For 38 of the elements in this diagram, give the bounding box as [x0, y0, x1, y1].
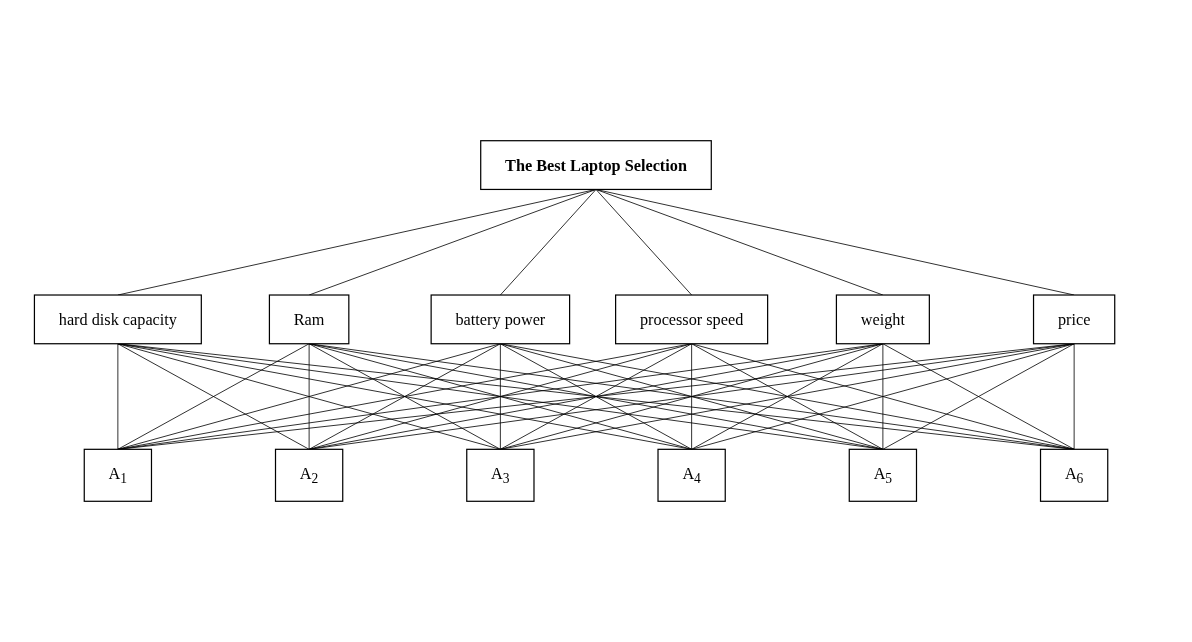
connector [308, 189, 597, 296]
connector [595, 189, 884, 296]
connector [882, 343, 1075, 450]
connector [117, 343, 119, 450]
node-box: Ram [268, 294, 350, 345]
node-box: The Best Laptop Selection [480, 140, 712, 191]
node-box: A$_{5}$ [848, 448, 918, 502]
connector [595, 189, 693, 296]
node-box: A$_{2}$ [274, 448, 344, 502]
connector [117, 343, 884, 450]
connector [499, 343, 693, 450]
node-box: weight [835, 294, 930, 345]
connector [1073, 343, 1075, 450]
connector [691, 343, 693, 450]
connector [691, 343, 1075, 450]
connector [308, 343, 310, 450]
node-box: A$_{1}$ [83, 448, 153, 502]
connector [308, 343, 1075, 450]
node-box: A$_{3}$ [466, 448, 535, 502]
connector [499, 343, 501, 450]
node-box: A$_{6}$ [1039, 448, 1109, 502]
connector [499, 343, 1075, 450]
connector [117, 343, 310, 450]
connector [691, 343, 884, 450]
node-box: price [1032, 294, 1116, 345]
node-box: A$_{4}$ [657, 448, 726, 502]
connector [882, 343, 884, 450]
connector [499, 189, 597, 296]
connector [308, 343, 501, 450]
connector [499, 343, 884, 450]
node-box: hard disk capacity [33, 294, 202, 345]
connector [308, 343, 693, 450]
connector [117, 343, 501, 450]
node-box: battery power [430, 294, 571, 345]
connector [117, 343, 1075, 450]
connector [308, 343, 884, 450]
node-box: processor speed [615, 294, 769, 345]
connector [117, 343, 693, 450]
